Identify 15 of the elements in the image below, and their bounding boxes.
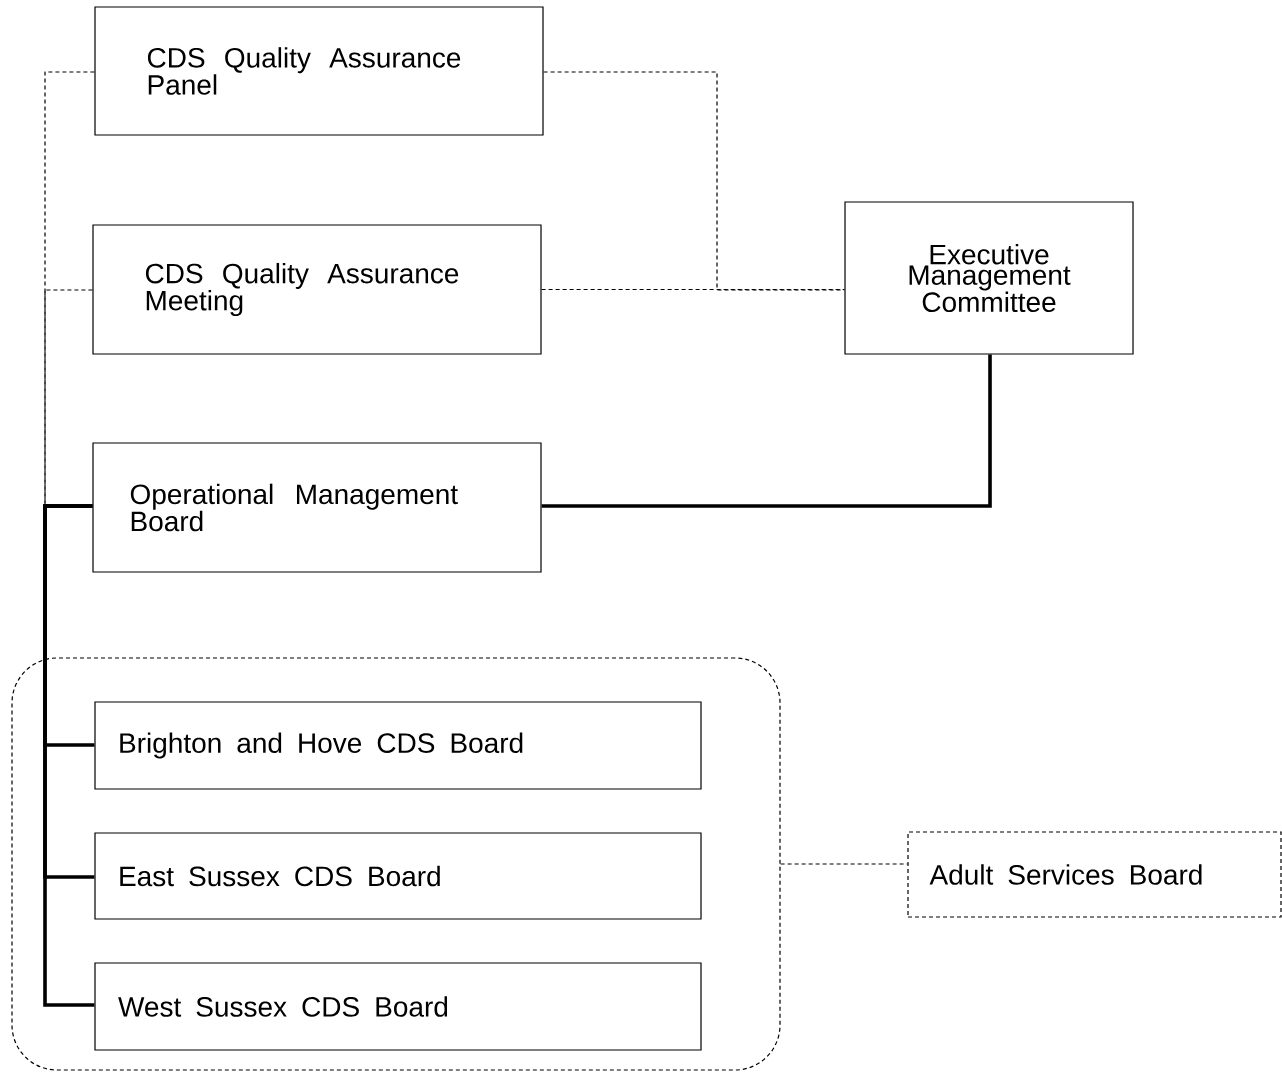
connector-line [541,288,845,291]
connector-line [43,504,95,1007]
connector-line [44,289,93,507]
process-box: Brighton and Hove CDS Board [94,701,702,790]
process-box: Executive Management Committee [844,201,1134,355]
process-box: Operational Management Board [92,442,542,573]
connector-line [541,354,992,508]
process-box: West Sussex CDS Board [94,962,702,1051]
group-outline [11,657,781,1071]
process-box: East Sussex CDS Board [94,832,702,920]
process-box: Adult Services Board [907,831,1282,918]
process-box: CDS Quality Assurance Meeting [92,224,542,355]
connector-line [543,71,845,291]
connector-line [780,863,908,865]
process-box: CDS Quality Assurance Panel [94,6,544,136]
